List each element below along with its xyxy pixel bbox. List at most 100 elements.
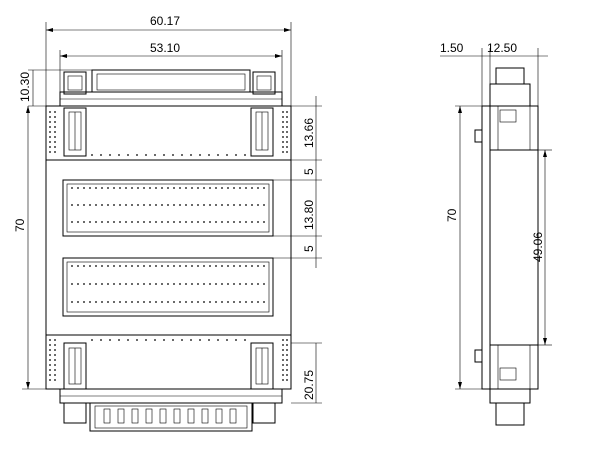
solder-pad bbox=[221, 301, 223, 303]
solder-pad bbox=[217, 154, 219, 156]
solder-pad bbox=[221, 204, 223, 206]
solder-pad bbox=[101, 301, 103, 303]
solder-pad bbox=[244, 339, 246, 341]
solder-pad bbox=[101, 204, 103, 206]
solder-pad bbox=[91, 339, 93, 341]
dim-text-inner-width: 53.10 bbox=[150, 41, 180, 55]
solder-pad bbox=[286, 146, 288, 148]
solder-pad bbox=[118, 154, 120, 156]
solder-pad bbox=[155, 265, 157, 267]
solder-pad bbox=[49, 136, 51, 138]
solder-pad bbox=[95, 204, 97, 206]
solder-pad bbox=[83, 301, 85, 303]
solder-pad bbox=[191, 204, 193, 206]
solder-pad bbox=[185, 265, 187, 267]
solder-pad bbox=[286, 136, 288, 138]
solder-pad bbox=[197, 221, 199, 223]
solder-pad bbox=[113, 221, 115, 223]
solder-pad bbox=[161, 204, 163, 206]
solder-pad bbox=[191, 301, 193, 303]
solder-pad bbox=[286, 374, 288, 376]
solder-pad bbox=[199, 154, 201, 156]
solder-pad bbox=[119, 265, 121, 267]
solder-pad bbox=[245, 301, 247, 303]
solder-pad bbox=[215, 283, 217, 285]
solder-pad bbox=[282, 141, 284, 143]
solder-pad bbox=[203, 204, 205, 206]
solder-pad bbox=[155, 204, 157, 206]
solder-pad bbox=[282, 111, 284, 113]
solder-pad bbox=[100, 339, 102, 341]
solder-pad bbox=[107, 283, 109, 285]
solder-pad bbox=[286, 121, 288, 123]
solder-pad bbox=[137, 221, 139, 223]
solder-pad bbox=[286, 354, 288, 356]
solder-pad bbox=[149, 301, 151, 303]
solder-pad bbox=[125, 283, 127, 285]
solder-pad bbox=[173, 204, 175, 206]
solder-pad bbox=[49, 131, 51, 133]
solder-pad bbox=[107, 204, 109, 206]
bottom-right-screw-post bbox=[252, 402, 276, 424]
solder-pad bbox=[209, 265, 211, 267]
solder-pad bbox=[54, 121, 56, 123]
solder-pad bbox=[215, 301, 217, 303]
solder-pad bbox=[137, 204, 139, 206]
solder-pad bbox=[54, 369, 56, 371]
solder-pad bbox=[185, 187, 187, 189]
solder-pad bbox=[226, 339, 228, 341]
solder-pad bbox=[179, 265, 181, 267]
solder-pad bbox=[209, 221, 211, 223]
solder-pad bbox=[149, 283, 151, 285]
connector-pin bbox=[229, 408, 237, 424]
solder-pad bbox=[54, 379, 56, 381]
solder-pad bbox=[77, 301, 79, 303]
solder-pad bbox=[131, 283, 133, 285]
solder-pad bbox=[197, 301, 199, 303]
solder-pad bbox=[197, 265, 199, 267]
solder-pad bbox=[161, 187, 163, 189]
solder-pad bbox=[173, 283, 175, 285]
solder-pad bbox=[179, 221, 181, 223]
solder-pad bbox=[257, 265, 259, 267]
top-left-screw-post bbox=[63, 71, 87, 95]
solder-pad bbox=[282, 151, 284, 153]
solder-pad bbox=[109, 154, 111, 156]
solder-pad bbox=[282, 369, 284, 371]
solder-pad bbox=[54, 151, 56, 153]
solder-pad bbox=[54, 141, 56, 143]
solder-pad bbox=[136, 339, 138, 341]
dim-bottom-section: 20.75 bbox=[291, 342, 322, 404]
solder-pad bbox=[71, 221, 73, 223]
pcb-outline bbox=[45, 105, 292, 336]
solder-pad bbox=[49, 111, 51, 113]
solder-pad bbox=[149, 265, 151, 267]
dim-text-side-inner-height: 49.06 bbox=[531, 232, 545, 262]
solder-pad bbox=[251, 204, 253, 206]
side-bottom-connector bbox=[495, 402, 525, 426]
solder-pad bbox=[49, 146, 51, 148]
solder-pad bbox=[257, 301, 259, 303]
solder-pad bbox=[125, 187, 127, 189]
solder-pad bbox=[77, 221, 79, 223]
solder-pad bbox=[215, 221, 217, 223]
solder-pad bbox=[125, 265, 127, 267]
solder-pad bbox=[149, 221, 151, 223]
solder-pad bbox=[155, 301, 157, 303]
terminal-block-upper bbox=[62, 179, 274, 237]
dim-text-gap-bottom: 5 bbox=[302, 245, 316, 252]
solder-pad bbox=[49, 349, 51, 351]
solder-pad bbox=[95, 301, 97, 303]
solder-pad bbox=[155, 221, 157, 223]
bottom-right-latch bbox=[250, 342, 274, 390]
solder-pad bbox=[179, 187, 181, 189]
solder-pad bbox=[235, 339, 237, 341]
solder-pad bbox=[286, 349, 288, 351]
solder-pad bbox=[54, 126, 56, 128]
dim-text-top-offset: 10.30 bbox=[18, 72, 32, 102]
solder-pad bbox=[203, 283, 205, 285]
solder-pad bbox=[143, 283, 145, 285]
solder-pad bbox=[49, 354, 51, 356]
solder-pad bbox=[221, 187, 223, 189]
solder-pad bbox=[282, 379, 284, 381]
